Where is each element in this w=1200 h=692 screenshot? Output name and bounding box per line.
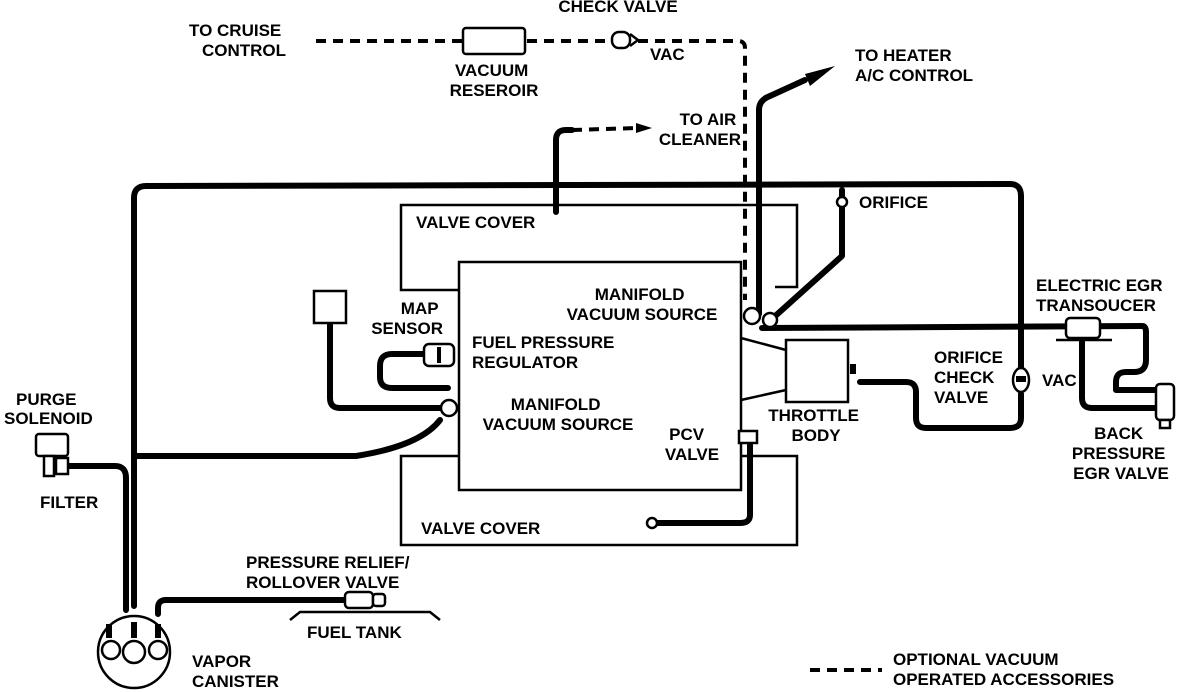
components — [34, 26, 1176, 690]
egr-valve-hose — [1079, 337, 1163, 411]
valve-cover-top-outline — [399, 203, 799, 292]
egr-transducer-hose — [759, 323, 1165, 393]
label-pcv-valve: PCV VALVE — [665, 425, 719, 464]
label-to-heater: TO HEATER A/C CONTROL — [855, 46, 973, 85]
label-electric-egr-transducer: ELECTRIC EGR TRANSOUCER — [1036, 276, 1167, 315]
back-pressure-egr-valve — [1154, 382, 1176, 430]
optional-hoses — [316, 39, 882, 672]
label-check-valve: CHECK VALVE — [558, 0, 677, 16]
labels: TO CRUISE CONTROL VACUUM RESEROIR CHECK … — [4, 0, 1170, 691]
label-orifice-check-valve: ORIFICE CHECK VALVE — [934, 348, 1008, 407]
throttle-egr-hose — [857, 379, 1024, 431]
label-manifold-vacuum-source-upper: MANIFOLD VACUUM SOURCE — [567, 285, 718, 324]
check-valve — [610, 30, 641, 50]
canister-relief-hose — [155, 597, 348, 617]
label-to-air-cleaner: TO AIR CLEANER — [659, 110, 741, 149]
label-map-sensor: MAP SENSOR — [371, 299, 443, 338]
vacuum-hoses — [59, 77, 1165, 617]
map-sensor-hose — [327, 319, 447, 411]
label-vapor-canister: VAPOR CANISTER — [192, 652, 279, 691]
label-to-cruise-control: TO CRUISE CONTROL — [189, 21, 286, 60]
orifice-fitting — [835, 195, 849, 209]
cruise-dashed-hose — [316, 39, 747, 300]
pcv-valve — [737, 429, 759, 445]
lower-vacuum-hose — [131, 417, 443, 459]
vacuum-reservoir — [461, 26, 527, 56]
electric-egr-transducer — [1056, 316, 1112, 342]
label-valve-cover-top: VALVE COVER — [416, 213, 535, 232]
label-pressure-relief-valve: PRESSURE RELIEF/ ROLLOVER VALVE — [246, 553, 414, 592]
lower-manifold-fitting — [439, 398, 459, 418]
engine-block — [399, 203, 799, 547]
pressure-relief-rollover-valve — [289, 590, 441, 621]
air-cleaner-hose — [553, 127, 575, 215]
label-back-pressure-egr-valve: BACK PRESSURE EGR VALVE — [1072, 424, 1170, 483]
pcv-hose-end — [645, 516, 659, 530]
label-legend: OPTIONAL VACUUM OPERATED ACCESSORIES — [893, 650, 1114, 689]
heater-hose — [756, 77, 808, 317]
label-fuel-tank: FUEL TANK — [307, 623, 402, 642]
label-orifice: ORIFICE — [859, 193, 928, 212]
label-fuel-pressure-regulator: FUEL PRESSURE REGULATOR — [472, 333, 619, 372]
regulator-loop-hose — [377, 351, 451, 391]
label-vac-right: VAC — [1042, 371, 1077, 390]
air-cleaner-dashed-hose — [571, 126, 639, 132]
label-throttle-body: THROTTLE BODY — [768, 406, 863, 445]
heater-hose-tip — [805, 66, 835, 86]
air-cleaner-hose-tip — [636, 123, 652, 133]
main-vacuum-hose — [131, 181, 1024, 609]
label-vac-top: VAC — [650, 45, 685, 64]
label-purge-solenoid: PURGE SOLENOID — [4, 390, 93, 428]
valve-cover-bottom-outline — [399, 454, 799, 547]
label-manifold-vacuum-source-lower: MANIFOLD VACUUM SOURCE — [483, 395, 634, 434]
manifold-box — [457, 260, 743, 492]
purge-hose — [59, 463, 129, 613]
vapor-canister — [96, 614, 172, 690]
pcv-hose — [650, 442, 753, 526]
orifice-hose — [770, 187, 845, 321]
fuel-pressure-regulator — [422, 342, 456, 368]
label-valve-cover-bottom: VALVE COVER — [421, 519, 540, 538]
upper-manifold-fitting — [742, 306, 779, 329]
label-vacuum-reservoir: VACUUM RESEROIR — [450, 61, 539, 100]
throttle-body — [740, 336, 856, 404]
map-sensor — [312, 289, 348, 325]
purge-solenoid — [34, 432, 70, 478]
label-filter: FILTER — [40, 493, 98, 512]
orifice-check-valve — [1011, 366, 1031, 394]
